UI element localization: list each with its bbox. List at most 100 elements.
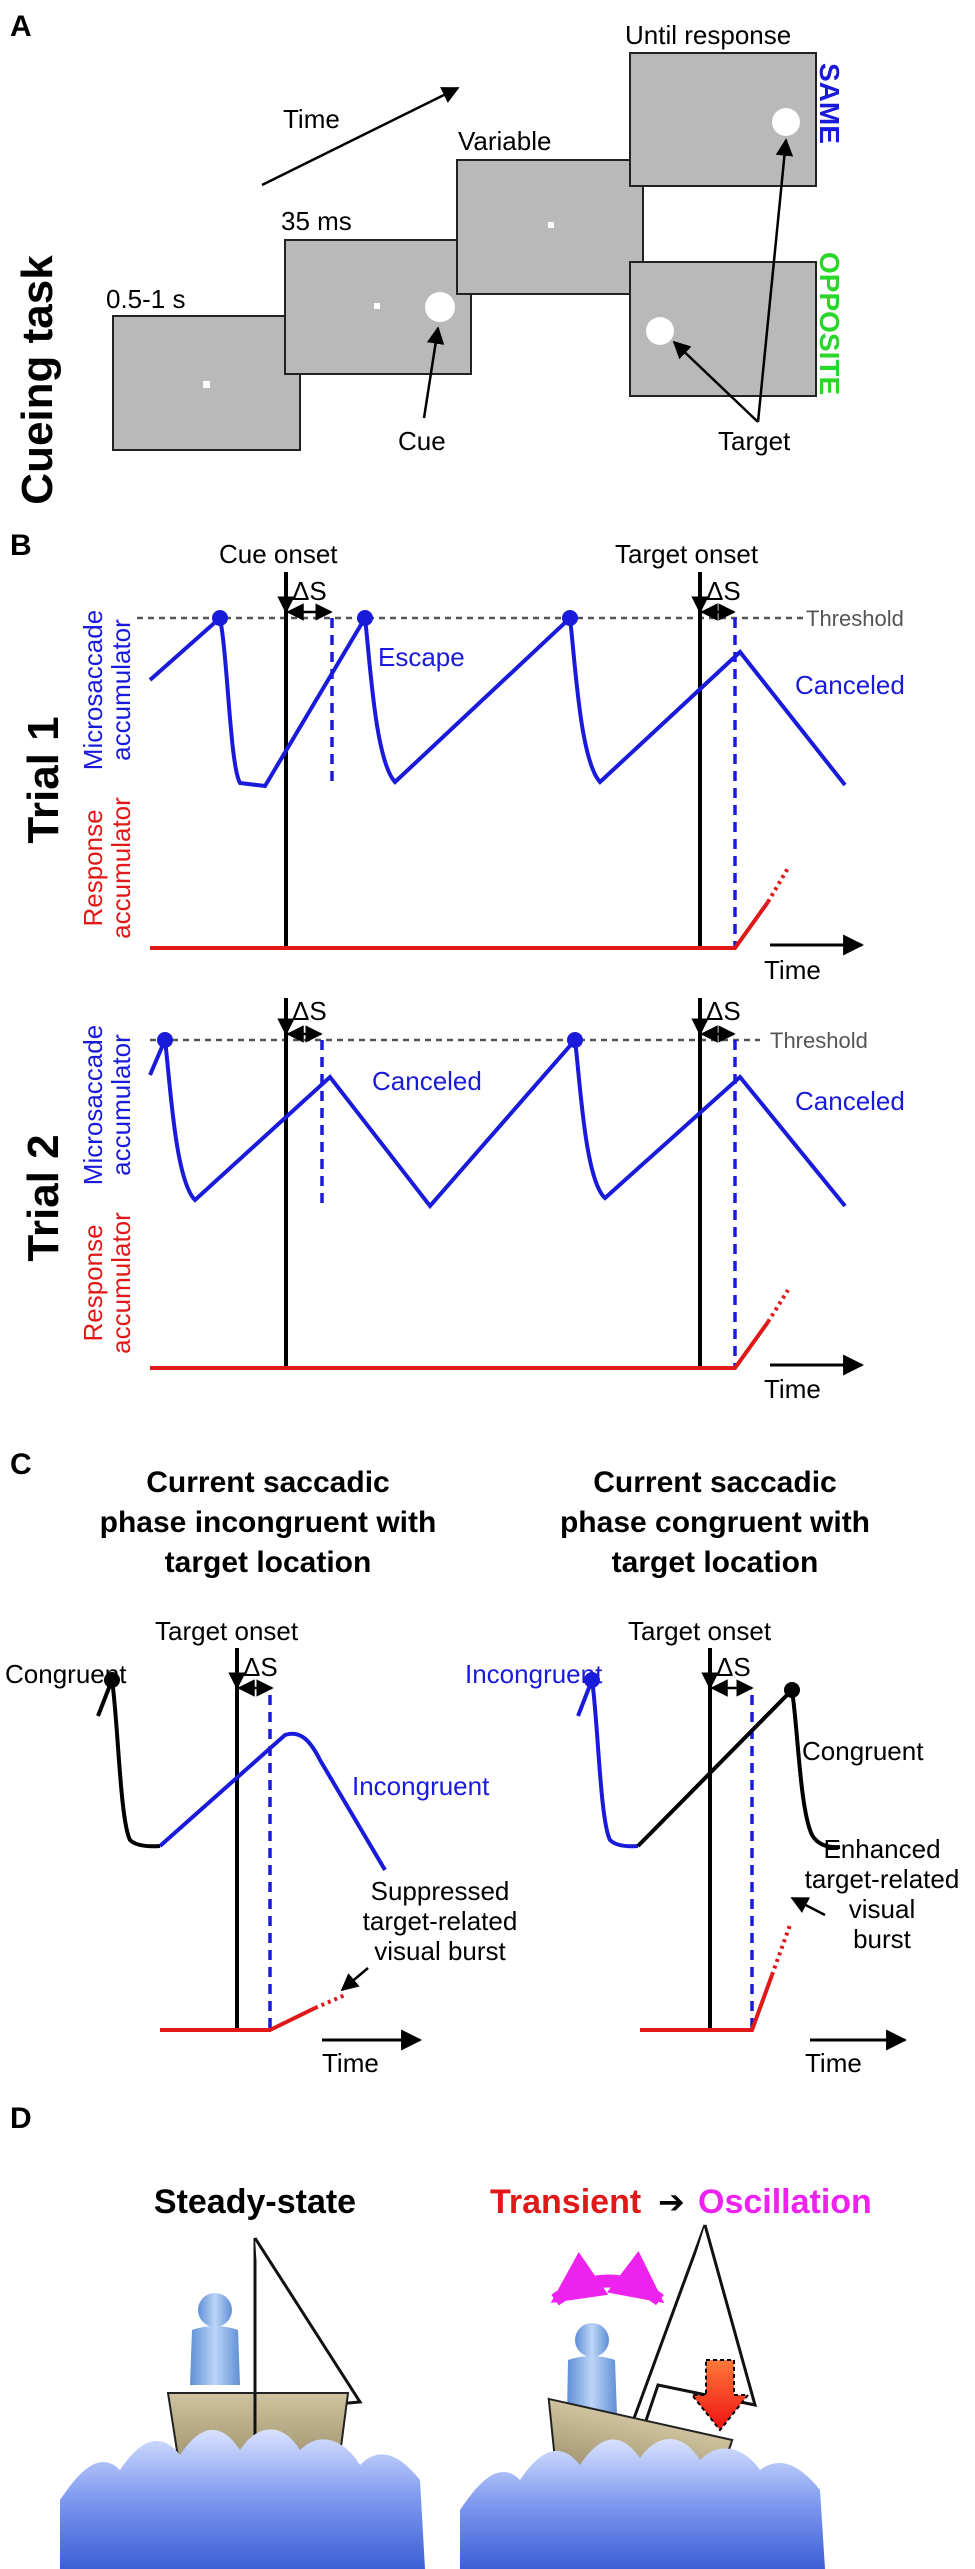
time-label: Time <box>283 104 340 134</box>
trial1-response-trace <box>150 900 770 950</box>
left-suppressed-arrow <box>340 1967 369 1992</box>
screen-cue <box>284 239 472 375</box>
trial1-resp-label-2: accumulator <box>106 797 136 939</box>
trial2-saccade-dot-2 <box>567 1032 583 1048</box>
right-congruent-dot <box>784 1682 800 1698</box>
screen-variable <box>456 159 644 295</box>
trial2-label: Trial 2 <box>19 1134 68 1261</box>
left-response-trace <box>160 2006 316 2032</box>
transient-person-body-icon <box>567 2356 617 2415</box>
right-incongruent-dot <box>584 1672 600 1688</box>
steady-waves-icon <box>60 2429 425 2569</box>
trial1-canceled-label: Canceled <box>795 670 905 700</box>
trial1-target-delta: ΔS <box>706 576 741 606</box>
trial2-canceled-label-2: Canceled <box>795 1086 905 1116</box>
trial1-saccade-dot-2 <box>357 610 373 626</box>
trial1-micro-label-1: Microsaccade <box>78 610 108 770</box>
steady-boat-scene <box>60 2237 425 2569</box>
trial1-escape-label: Escape <box>378 642 465 672</box>
steady-person-body-icon <box>190 2326 240 2385</box>
left-delta-s: ΔS <box>243 1652 278 1682</box>
right-incongruent-label: Incongruent <box>465 1659 603 1689</box>
right-title-line-3: target location <box>612 1546 819 1579</box>
trial2-time-label: Time <box>764 1374 821 1404</box>
trial2-microsaccade-trace <box>148 1032 847 1210</box>
left-suppressed-1: Suppressed <box>371 1876 510 1906</box>
right-target-onset: Target onset <box>628 1616 772 1646</box>
right-enhanced-4: burst <box>853 1924 912 1954</box>
trial1-saccade-dot-3 <box>562 610 578 626</box>
left-time-label: Time <box>322 2048 379 2078</box>
left-title-line-2: phase incongruent with <box>100 1506 437 1539</box>
transient-label: Transient <box>490 2183 641 2221</box>
right-incongruent-trace <box>576 1672 639 1849</box>
trial2-response-trace <box>150 1320 770 1370</box>
left-target-onset: Target onset <box>155 1616 299 1646</box>
right-response-dotted <box>770 1924 792 1976</box>
left-incongruent-label: Incongruent <box>352 1771 490 1801</box>
trial1-microsaccade-trace <box>148 611 847 789</box>
right-time-label: Time <box>805 2048 862 2078</box>
right-title-line-2: phase congruent with <box>560 1506 870 1539</box>
left-title-line-1: Current saccadic <box>146 1466 389 1499</box>
steady-person-head-icon <box>198 2293 232 2327</box>
panel-label-a: A <box>10 10 32 43</box>
right-enhanced-1: Enhanced <box>823 1834 940 1864</box>
screen-target-same <box>629 52 817 187</box>
transient-boat-scene <box>460 2224 825 2569</box>
duration-fixation: 0.5-1 s <box>106 284 186 314</box>
trial2-resp-label-1: Response <box>78 1224 108 1341</box>
panel-label-c: C <box>10 1448 32 1481</box>
target-label: Target <box>718 426 791 456</box>
oscillation-arrow-icon <box>550 2250 665 2306</box>
target-onset-label: Target onset <box>615 539 759 569</box>
left-title-line-3: target location <box>165 1546 372 1579</box>
task-label: Cueing task <box>13 255 62 505</box>
trial2-cue-delta: ΔS <box>292 996 327 1026</box>
screen-fixation <box>112 315 301 451</box>
trial2-micro-label-1: Microsaccade <box>78 1025 108 1185</box>
target-arrow-left <box>672 340 759 423</box>
trial1-cue-delta: ΔS <box>292 576 327 606</box>
trial2-canceled-label-1: Canceled <box>372 1066 482 1096</box>
trial2-resp-label-2: accumulator <box>106 1212 136 1354</box>
right-enhanced-arrow <box>790 1896 826 1917</box>
trial1-micro-label-2: accumulator <box>106 619 136 761</box>
panel-label-b: B <box>10 529 32 562</box>
trial2-target-delta: ΔS <box>706 996 741 1026</box>
trial2-threshold-label: Threshold <box>770 1028 868 1053</box>
screen-target-opposite <box>629 261 817 397</box>
right-congruent-trace <box>636 1685 841 1850</box>
left-congruent-trace <box>96 1672 161 1849</box>
trial1-resp-label-1: Response <box>78 809 108 926</box>
trial2-response-dotted <box>766 1288 790 1324</box>
duration-variable: Variable <box>458 126 551 156</box>
label-opposite: OPPOSITE <box>814 252 845 395</box>
left-response-dotted <box>314 1993 346 2010</box>
label-same: SAME <box>814 63 845 144</box>
right-enhanced-3: visual <box>849 1894 915 1924</box>
duration-until-response: Until response <box>625 20 791 50</box>
trial2-saccade-dot-1 <box>157 1032 173 1048</box>
trial1-response-dotted <box>766 866 790 904</box>
left-incongruent-trace <box>158 1731 387 1872</box>
arrow-glyph: ➔ <box>658 2184 685 2220</box>
trial2-micro-label-2: accumulator <box>106 1034 136 1176</box>
right-congruent-label: Congruent <box>802 1736 924 1766</box>
right-enhanced-2: target-related <box>805 1864 960 1894</box>
transient-person-head-icon <box>575 2323 609 2357</box>
cue-label: Cue <box>398 426 446 456</box>
trial1-label: Trial 1 <box>19 716 68 843</box>
left-suppressed-2: target-related <box>363 1906 518 1936</box>
time-arrow <box>261 86 460 187</box>
transient-down-arrow-icon <box>689 2359 751 2432</box>
transient-waves-icon <box>460 2439 825 2569</box>
right-delta-s: ΔS <box>716 1652 751 1682</box>
steady-state-label: Steady-state <box>154 2183 356 2221</box>
trial1-time-label: Time <box>764 955 821 985</box>
duration-cue: 35 ms <box>281 206 352 236</box>
left-suppressed-3: visual burst <box>374 1936 506 1966</box>
cue-arrow <box>422 326 445 419</box>
cue-onset-label: Cue onset <box>219 539 338 569</box>
